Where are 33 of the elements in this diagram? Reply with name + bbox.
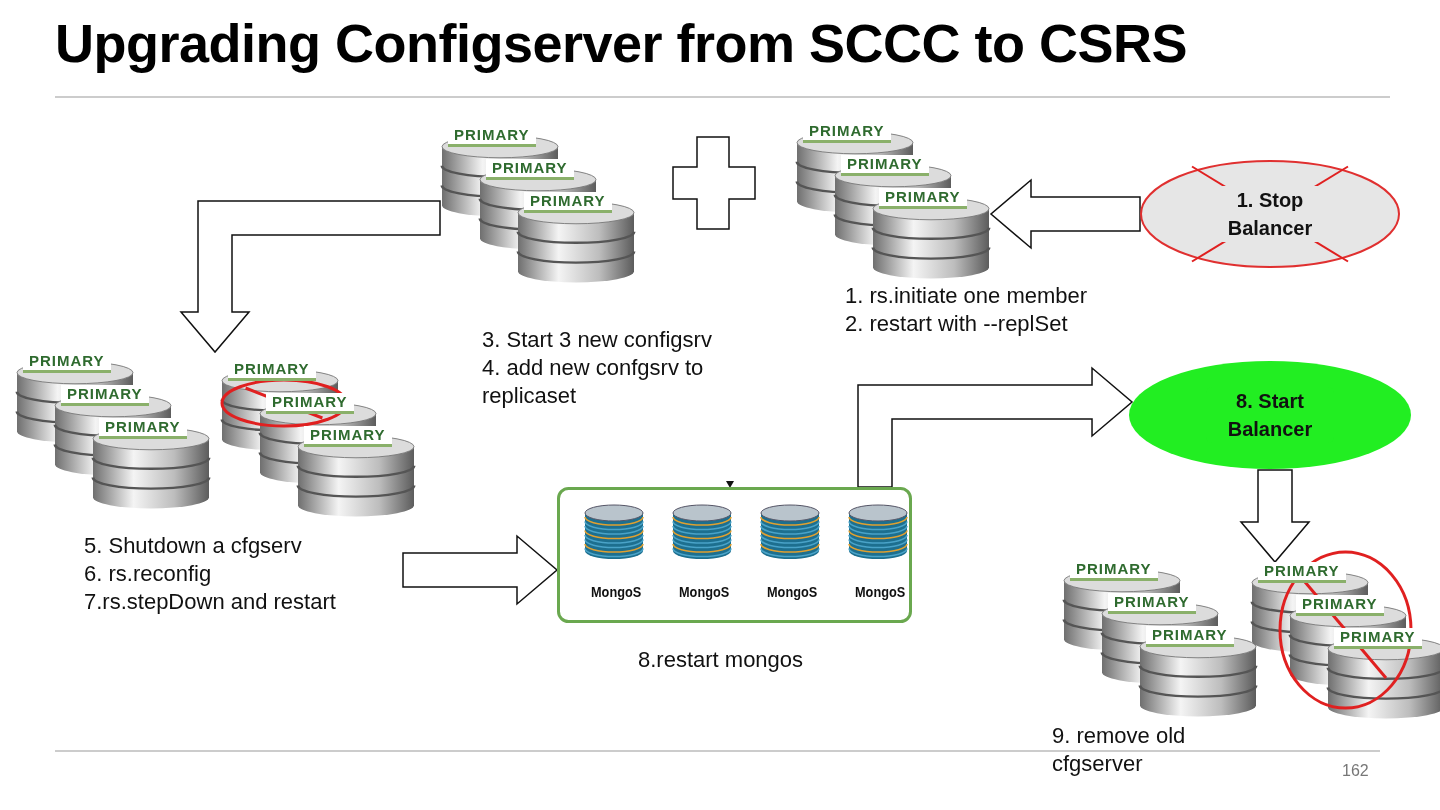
step-text: 7.rs.stepDown and restart xyxy=(84,588,337,616)
status-tag: PRIMARY xyxy=(486,159,574,180)
step-text: 1. rs.initiate one member xyxy=(845,282,1089,310)
slide-title: Upgrading Configserver from SCCC to CSRS xyxy=(55,12,1188,74)
page-number: 162 xyxy=(1342,762,1369,780)
status-tag: PRIMARY xyxy=(61,385,149,406)
status-tag: PRIMARY xyxy=(1296,595,1384,616)
status-tag: PRIMARY xyxy=(879,188,967,209)
step-text: 6. rs.reconfig xyxy=(84,560,213,588)
block-arrow xyxy=(402,534,559,606)
icon-label: MongoS xyxy=(855,583,906,600)
icon-label: MongoS xyxy=(767,583,818,600)
status-tag: PRIMARY xyxy=(841,155,929,176)
step-text: 4. add new confgsrv to replicaset xyxy=(482,354,705,410)
status-tag: PRIMARY xyxy=(524,192,612,213)
status-tag: PRIMARY xyxy=(1146,626,1234,647)
block-arrow xyxy=(857,366,1134,488)
icon-label: MongoS xyxy=(591,583,642,600)
status-tag: PRIMARY xyxy=(304,426,392,447)
status-tag: PRIMARY xyxy=(266,393,354,414)
step-text: 8.restart mongos xyxy=(638,646,805,674)
block-arrow xyxy=(1239,469,1311,564)
step-text: 5. Shutdown a cfgserv xyxy=(84,532,303,560)
status-tag: PRIMARY xyxy=(1258,562,1346,583)
status-tag: PRIMARY xyxy=(1108,593,1196,614)
step-text: 3. Start 3 new configsrv xyxy=(482,326,713,354)
icon-label: MongoS xyxy=(679,583,730,600)
step-text: 9. remove old cfgserver xyxy=(1052,722,1187,778)
status-tag: PRIMARY xyxy=(99,418,187,439)
block-arrow xyxy=(989,178,1141,250)
step-text: 2. restart with --replSet xyxy=(845,310,1069,338)
block-arrow xyxy=(179,200,441,354)
status-tag: PRIMARY xyxy=(1334,628,1422,649)
